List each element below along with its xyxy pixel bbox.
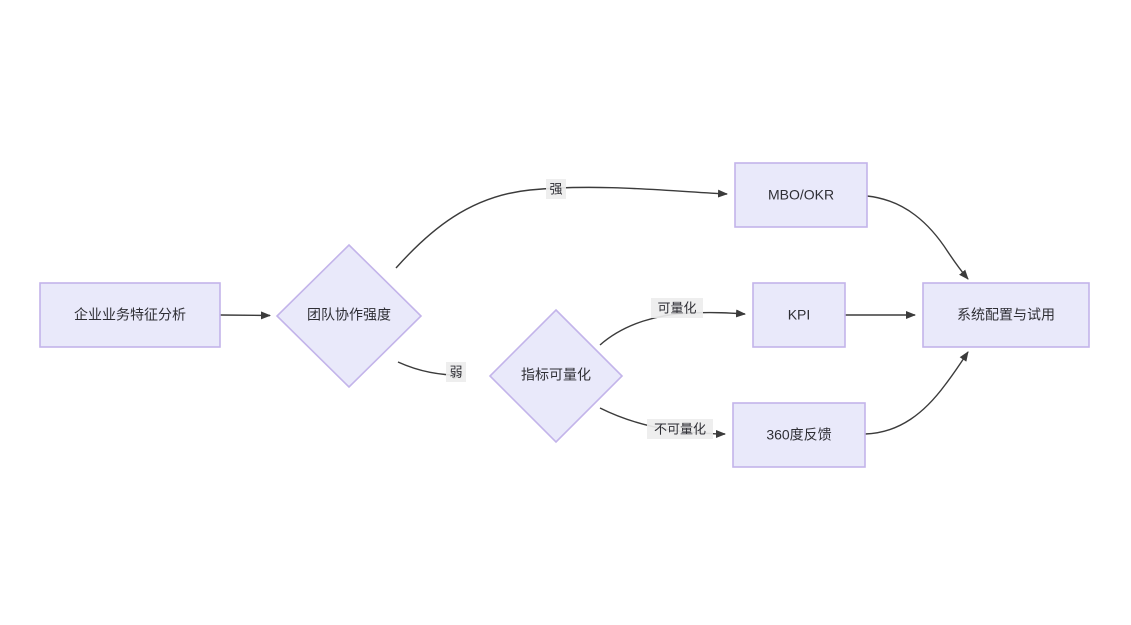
node-mbookr[interactable]: MBO/OKR <box>734 162 868 228</box>
edge-label-background <box>446 362 466 382</box>
node-deploy-shape[interactable] <box>922 282 1090 348</box>
node-collab[interactable]: 团队协作强度 <box>275 243 423 389</box>
edge-label-background <box>651 298 703 318</box>
node-quant[interactable]: 指标可量化 <box>488 308 624 444</box>
edge-path <box>864 351 969 435</box>
edge-feedback-to-deploy <box>864 351 969 435</box>
node-quant-label: 指标可量化 <box>521 367 591 383</box>
edge-quant-to-kpi: 可量化 <box>599 298 746 346</box>
edge-start-to-collab <box>219 311 271 320</box>
node-collab-shape[interactable] <box>275 243 423 389</box>
edge-collab-to-mbookr: 强 <box>395 179 728 269</box>
node-quant-shape[interactable] <box>488 308 624 444</box>
node-kpi-label: KPI <box>788 307 811 323</box>
node-deploy[interactable]: 系统配置与试用 <box>922 282 1090 348</box>
node-mbookr-label: MBO/OKR <box>768 187 834 203</box>
edge-label-background <box>546 179 566 199</box>
edge-label-strong: 强 <box>549 181 562 196</box>
node-start-shape[interactable] <box>39 282 221 348</box>
edge-path <box>219 311 271 320</box>
edge-label-weak: 弱 <box>449 364 462 379</box>
node-kpi[interactable]: KPI <box>752 282 846 348</box>
edge-quant-to-feedback: 不可量化 <box>599 407 726 439</box>
node-feedback-label: 360度反馈 <box>766 427 831 443</box>
node-feedback-shape[interactable] <box>732 402 866 468</box>
edge-label-not-quantifiable: 不可量化 <box>654 421 706 436</box>
node-start-label: 企业业务特征分析 <box>74 307 186 323</box>
node-kpi-shape[interactable] <box>752 282 846 348</box>
edge-path <box>866 195 969 280</box>
edge-mbookr-to-deploy <box>866 195 969 280</box>
node-collab-label: 团队协作强度 <box>307 307 391 323</box>
edge-label-background <box>647 419 713 439</box>
node-feedback[interactable]: 360度反馈 <box>732 402 866 468</box>
node-deploy-label: 系统配置与试用 <box>957 307 1055 323</box>
nodes-layer: 企业业务特征分析 团队协作强度 MBO/OKR 指标可量化 KPI <box>39 162 1090 468</box>
edges-layer: 强 弱 可量化 不可量化 <box>219 179 969 439</box>
edge-path <box>395 186 728 269</box>
node-start[interactable]: 企业业务特征分析 <box>39 282 221 348</box>
edge-label-quantifiable: 可量化 <box>657 300 696 315</box>
edge-collab-to-quant: 弱 <box>397 361 466 382</box>
node-mbookr-shape[interactable] <box>734 162 868 228</box>
